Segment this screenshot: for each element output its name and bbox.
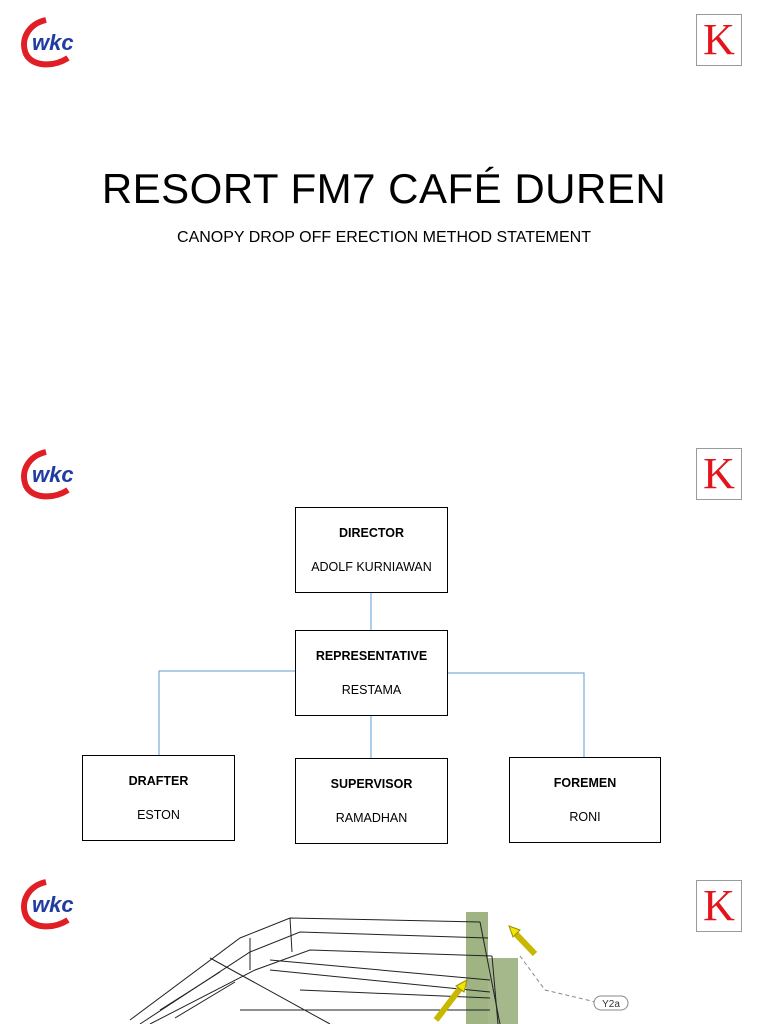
drafter-box: DRAFTER ESTON (82, 755, 235, 841)
wkc-logo: wkc (21, 879, 74, 930)
highlight-column (466, 912, 488, 1024)
representative-box: REPRESENTATIVE RESTAMA (295, 630, 448, 716)
svg-text:wkc: wkc (32, 462, 74, 487)
supervisor-name: RAMADHAN (335, 811, 408, 825)
director-box: DIRECTOR ADOLF KURNIAWAN (295, 507, 448, 593)
k-logo: K (696, 448, 742, 500)
gridline-label: Y2a (602, 999, 620, 1010)
foremen-name: RONI (569, 810, 601, 824)
svg-text:wkc: wkc (32, 892, 74, 917)
k-logo: K (696, 880, 742, 932)
org-connectors (158, 592, 585, 758)
highlight-column (488, 958, 518, 1024)
representative-role: REPRESENTATIVE (315, 649, 428, 663)
supervisor-box: SUPERVISOR RAMADHAN (295, 758, 448, 844)
director-name: ADOLF KURNIAWAN (311, 560, 432, 574)
svg-text:wkc: wkc (32, 30, 74, 55)
lift-arrows (433, 925, 538, 1022)
k-logo: K (696, 14, 742, 66)
org-chart-slide: wkc K DIRECTOR ADOLF KURNIAWAN REPRESENT… (0, 430, 768, 860)
wkc-logo: wkc (21, 17, 74, 68)
drafter-name: ESTON (137, 808, 180, 822)
page-subtitle: CANOPY DROP OFF ERECTION METHOD STATEMEN… (177, 229, 591, 246)
foremen-role: FOREMEN (553, 776, 617, 790)
representative-name: RESTAMA (341, 683, 402, 697)
wkc-logo: wkc (21, 449, 74, 500)
canopy-structure-drawing: Y2a (129, 912, 629, 1024)
drafter-role: DRAFTER (128, 774, 189, 788)
truss-members (129, 917, 501, 1024)
gridline-tag (593, 995, 629, 1011)
foremen-box: FOREMEN RONI (509, 757, 661, 843)
supervisor-role: SUPERVISOR (330, 777, 413, 791)
director-role: DIRECTOR (338, 526, 405, 540)
title-slide: wkc K RESORT FM7 CAFÉ DUREN CANOPY DROP … (0, 0, 768, 430)
drawing-slide: wkc K (0, 860, 768, 1024)
page-title: RESORT FM7 CAFÉ DUREN (101, 165, 667, 212)
